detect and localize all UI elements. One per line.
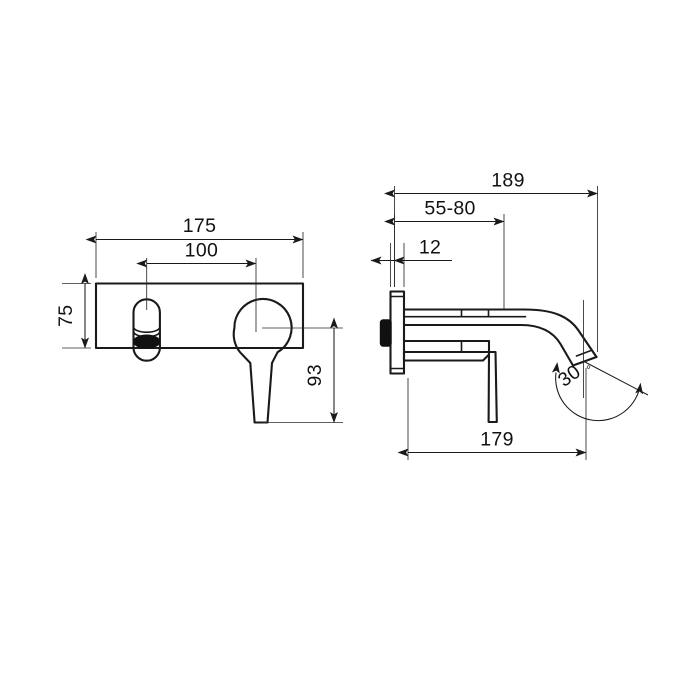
dim-75-label: 75 bbox=[55, 305, 77, 327]
dim-175-label: 175 bbox=[183, 215, 216, 237]
dim-100-group: 100 bbox=[136, 240, 257, 332]
spout-body bbox=[402, 308, 598, 367]
spout-outlet bbox=[132, 298, 161, 362]
lever-handle-front bbox=[232, 297, 293, 424]
dim-55-80-label: 55-80 bbox=[424, 198, 475, 220]
wall-plate bbox=[94, 282, 305, 350]
dim-75-group: 75 bbox=[55, 273, 91, 349]
lever-handle-side bbox=[402, 339, 498, 424]
wall-seal-nub bbox=[379, 319, 392, 347]
dim-189-label: 189 bbox=[491, 170, 524, 192]
side-view-group: 189 55-80 12 179 bbox=[370, 170, 649, 460]
dim-30-deg-group: 30 ° bbox=[551, 300, 649, 422]
front-view-group: 175 100 75 93 bbox=[55, 215, 343, 424]
dim-179-label: 179 bbox=[480, 429, 513, 451]
wall-flange bbox=[389, 290, 406, 375]
dim-12-group: 12 bbox=[370, 237, 452, 287]
dim-93-label: 93 bbox=[304, 364, 326, 386]
dim-55-80-group: 55-80 bbox=[384, 198, 505, 309]
dim-175-group: 175 bbox=[85, 215, 304, 278]
dim-93-group: 93 bbox=[262, 317, 343, 423]
aerator-opening bbox=[132, 334, 161, 349]
dim-100-label: 100 bbox=[185, 240, 218, 262]
dim-12-label: 12 bbox=[419, 237, 441, 259]
dim-30-label: 30 bbox=[554, 361, 585, 392]
